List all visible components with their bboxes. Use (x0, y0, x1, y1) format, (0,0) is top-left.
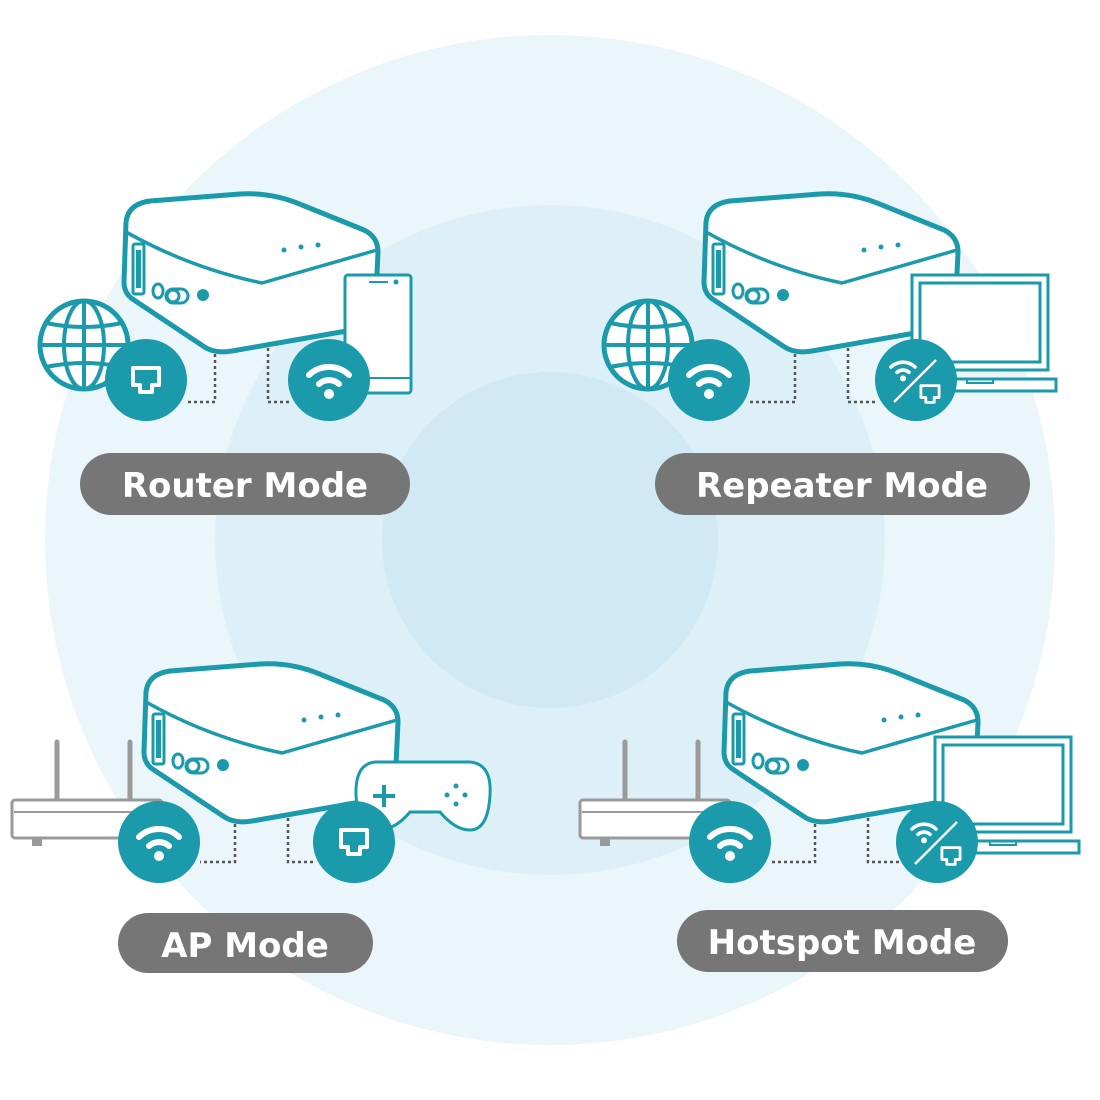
background-rings (45, 35, 1055, 1045)
router-mode-label-text: Router Mode (122, 466, 368, 506)
connection-lines (200, 818, 315, 864)
repeater-mode-label: Repeater Mode (655, 453, 1030, 515)
ethernet-icon (313, 801, 395, 883)
wifi-icon (118, 801, 200, 883)
repeater-mode-panel: Repeater Mode (604, 194, 1058, 515)
ap-mode-panel: AP Mode (12, 664, 492, 973)
connection-lines (750, 348, 878, 404)
hotspot-mode-label-text: Hotspot Mode (708, 923, 977, 963)
router-mode-label: Router Mode (80, 453, 410, 515)
ap-mode-label-text: AP Mode (161, 926, 329, 966)
wifi-icon (288, 339, 370, 421)
connection-lines (186, 348, 292, 404)
wifi-icon (668, 339, 750, 421)
router-mode-panel: Router Mode (40, 194, 413, 515)
wifi-or-ethernet-icon (875, 339, 957, 421)
wifi-icon (689, 801, 771, 883)
hotspot-mode-panel: Hotspot Mode (580, 664, 1081, 972)
gamepad-icon (354, 760, 492, 832)
hotspot-mode-label: Hotspot Mode (677, 910, 1008, 972)
repeater-mode-label-text: Repeater Mode (696, 466, 988, 506)
ap-mode-label: AP Mode (118, 913, 373, 973)
wifi-or-ethernet-icon (896, 801, 978, 883)
connection-lines (770, 818, 900, 864)
ethernet-icon (105, 339, 187, 421)
